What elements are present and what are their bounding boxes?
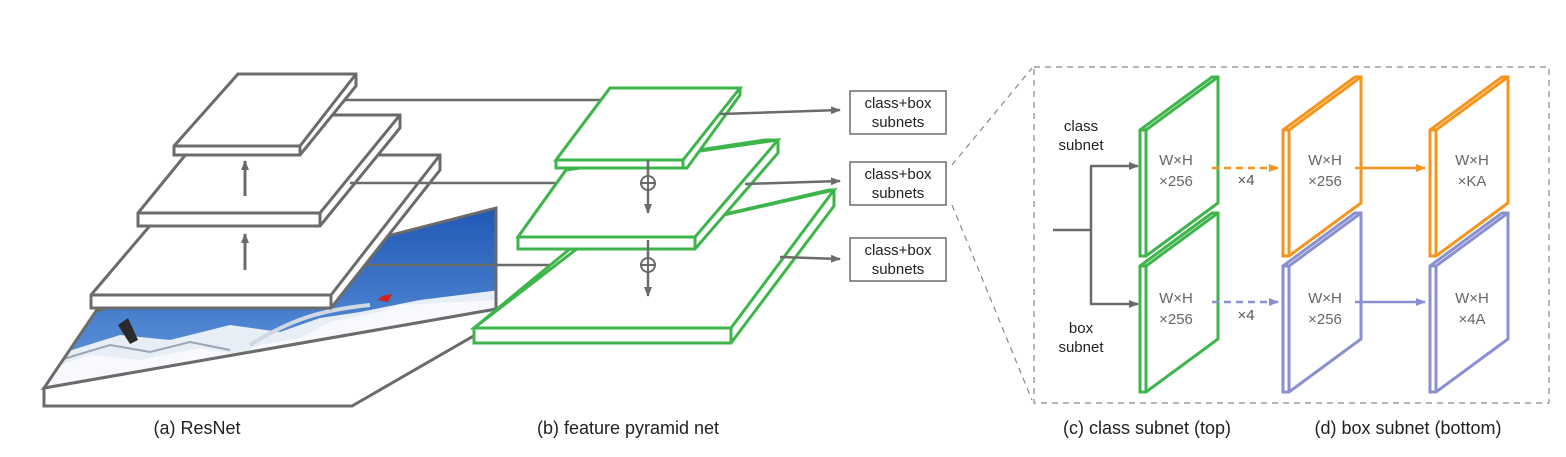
box-layer-3: W×H ×4A: [1428, 211, 1510, 394]
class-subnet-label-line2: subnet: [1058, 137, 1104, 154]
feature-pyramid: [469, 86, 838, 345]
class-layer-2: W×H ×256: [1281, 75, 1363, 258]
caption-fpn: (b) feature pyramid net: [537, 418, 719, 438]
class-layer-3: W×H ×KA: [1428, 75, 1510, 258]
subnet-box-top: class+box subnets: [849, 90, 947, 135]
box-repeat-label: ×4: [1237, 307, 1254, 324]
class-subnet-label-line1: class: [1064, 118, 1098, 135]
zoom-guide-top: [951, 67, 1033, 166]
fpn-to-subnet-arrow-bottom: [779, 254, 841, 263]
subnet-box-bottom: class+box subnets: [849, 237, 947, 282]
resnet-backbone: [40, 72, 498, 408]
subnet-box-bottom-line2: subnets: [872, 261, 925, 278]
caption-resnet: (a) ResNet: [153, 418, 240, 438]
caption-class-subnet: (c) class subnet (top): [1063, 418, 1231, 438]
resnet-layer-small: [172, 72, 358, 157]
box-layer-3-line1: W×H: [1455, 290, 1489, 307]
box-subnet-label-line1: box: [1069, 320, 1094, 337]
subnet-box-top-line1: class+box: [864, 95, 932, 112]
branch-connector: [1053, 162, 1139, 308]
fpn-to-subnet-arrow-middle: [744, 177, 841, 186]
box-layer-1-line1: W×H: [1159, 290, 1193, 307]
subnet-box-middle: class+box subnets: [849, 161, 947, 206]
box-layer-2: W×H ×256: [1281, 211, 1363, 394]
subnet-detail-frame: [1033, 66, 1550, 404]
box-layer-2-line1: W×H: [1308, 290, 1342, 307]
class-layer-1-line1: W×H: [1159, 152, 1193, 169]
class-layer-2-line1: W×H: [1308, 152, 1342, 169]
subnet-box-top-line2: subnets: [872, 114, 925, 131]
caption-box-subnet: (d) box subnet (bottom): [1314, 418, 1501, 438]
class-layer-1-line2: ×256: [1159, 173, 1193, 190]
box-layer-1-line2: ×256: [1159, 311, 1193, 328]
box-layer-1: W×H ×256: [1138, 211, 1220, 394]
class-layer-3-line2: ×KA: [1458, 173, 1487, 190]
class-layer-3-line1: W×H: [1455, 152, 1489, 169]
sum-node-2: [640, 257, 656, 273]
box-layer-3-line2: ×4A: [1458, 311, 1485, 328]
subnet-box-bottom-line1: class+box: [864, 242, 932, 259]
class-repeat-label: ×4: [1237, 172, 1254, 189]
zoom-guide-bottom: [951, 204, 1033, 401]
fpn-to-subnet-arrow-top: [719, 106, 841, 116]
fpn-level-top: [553, 86, 744, 170]
sum-node-1: [640, 175, 656, 191]
subnet-box-middle-line2: subnets: [872, 185, 925, 202]
subnet-box-middle-line1: class+box: [864, 166, 932, 183]
box-subnet-label-line2: subnet: [1058, 339, 1104, 356]
class-layer-1: W×H ×256: [1138, 75, 1220, 258]
class-layer-2-line2: ×256: [1308, 173, 1342, 190]
box-layer-2-line2: ×256: [1308, 311, 1342, 328]
